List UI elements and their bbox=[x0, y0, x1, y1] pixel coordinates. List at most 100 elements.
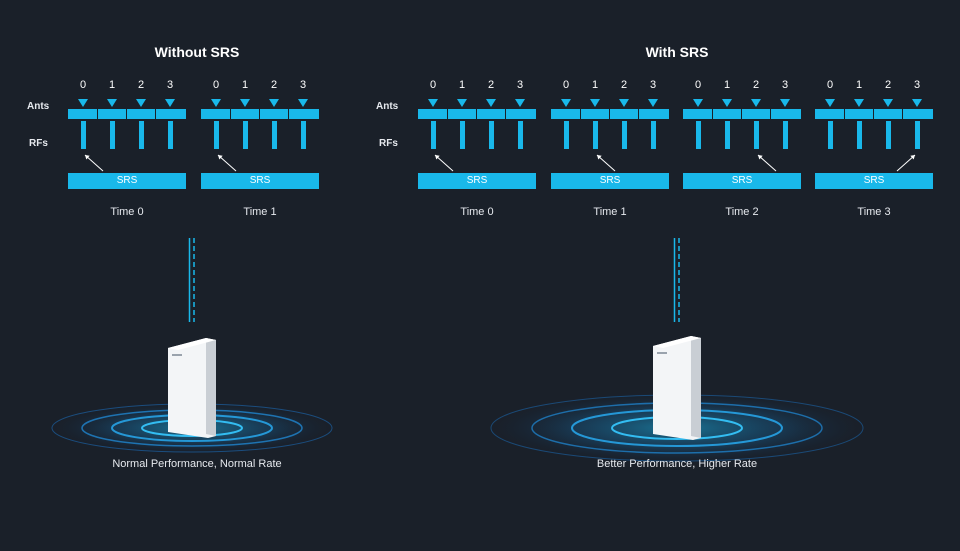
srs-arrow-icon bbox=[217, 154, 237, 172]
antenna-bar bbox=[201, 109, 319, 119]
antenna-number: 0 bbox=[429, 79, 437, 91]
antenna-number: 3 bbox=[516, 79, 524, 91]
antenna-triangle-icon bbox=[78, 99, 88, 107]
right-panel-title: With SRS bbox=[645, 44, 709, 60]
rf-channel bbox=[488, 121, 494, 149]
rf-channel bbox=[213, 121, 219, 149]
antenna-bar bbox=[815, 109, 933, 119]
time-label: Time 0 bbox=[460, 206, 494, 218]
antenna-triangle-icon bbox=[269, 99, 279, 107]
antenna-triangle-icon bbox=[165, 99, 175, 107]
srs-arrow-icon bbox=[84, 154, 104, 172]
antenna-triangle-icon bbox=[648, 99, 658, 107]
antenna-number: 3 bbox=[781, 79, 789, 91]
antenna-number: 2 bbox=[752, 79, 760, 91]
antenna-triangle-icon bbox=[515, 99, 525, 107]
antenna-number: 0 bbox=[694, 79, 702, 91]
antenna-number: 1 bbox=[458, 79, 466, 91]
time-label: Time 2 bbox=[725, 206, 759, 218]
rf-channel bbox=[914, 121, 920, 149]
antenna-number: 2 bbox=[884, 79, 892, 91]
antenna-bar bbox=[68, 109, 186, 119]
left-caption: Normal Performance, Normal Rate bbox=[112, 458, 282, 470]
left-router-with-signal bbox=[50, 338, 334, 454]
antenna-triangle-icon bbox=[211, 99, 221, 107]
antenna-number: 3 bbox=[649, 79, 657, 91]
srs-arrow-icon bbox=[896, 154, 916, 172]
rf-channel bbox=[827, 121, 833, 149]
antenna-number: 1 bbox=[591, 79, 599, 91]
antenna-number: 2 bbox=[620, 79, 628, 91]
rf-channel bbox=[138, 121, 144, 149]
antenna-number: 1 bbox=[723, 79, 731, 91]
srs-bar: SRS bbox=[815, 173, 933, 189]
antenna-number: 2 bbox=[137, 79, 145, 91]
rf-channel bbox=[856, 121, 862, 149]
antenna-bar bbox=[683, 109, 801, 119]
rf-channel bbox=[650, 121, 656, 149]
antenna-triangle-icon bbox=[298, 99, 308, 107]
srs-bar: SRS bbox=[68, 173, 186, 189]
antenna-number: 3 bbox=[913, 79, 921, 91]
srs-arrow-icon bbox=[434, 154, 454, 172]
antenna-triangle-icon bbox=[136, 99, 146, 107]
right-router-with-signal bbox=[489, 336, 865, 464]
antenna-triangle-icon bbox=[912, 99, 922, 107]
time-label: Time 3 bbox=[857, 206, 891, 218]
rf-channel bbox=[271, 121, 277, 149]
antenna-triangle-icon bbox=[428, 99, 438, 107]
antenna-number: 1 bbox=[108, 79, 116, 91]
antenna-bar bbox=[551, 109, 669, 119]
antenna-triangle-icon bbox=[457, 99, 467, 107]
antenna-triangle-icon bbox=[486, 99, 496, 107]
antenna-triangle-icon bbox=[107, 99, 117, 107]
left-panel-title: Without SRS bbox=[154, 44, 240, 60]
rf-channel bbox=[592, 121, 598, 149]
rf-channel bbox=[621, 121, 627, 149]
srs-bar: SRS bbox=[551, 173, 669, 189]
antenna-triangle-icon bbox=[722, 99, 732, 107]
antenna-number: 0 bbox=[562, 79, 570, 91]
rf-channel bbox=[300, 121, 306, 149]
antenna-triangle-icon bbox=[854, 99, 864, 107]
antenna-triangle-icon bbox=[883, 99, 893, 107]
rf-channel bbox=[782, 121, 788, 149]
antenna-triangle-icon bbox=[825, 99, 835, 107]
rf-channel bbox=[517, 121, 523, 149]
rf-channel bbox=[167, 121, 173, 149]
antenna-number: 1 bbox=[855, 79, 863, 91]
antenna-number: 2 bbox=[487, 79, 495, 91]
antenna-number: 0 bbox=[826, 79, 834, 91]
antenna-triangle-icon bbox=[240, 99, 250, 107]
rf-channel bbox=[242, 121, 248, 149]
antenna-triangle-icon bbox=[590, 99, 600, 107]
srs-bar: SRS bbox=[418, 173, 536, 189]
srs-arrow-icon bbox=[757, 154, 777, 172]
time-label: Time 1 bbox=[593, 206, 627, 218]
srs-arrow-icon bbox=[596, 154, 616, 172]
right-rfs-label: RFs bbox=[379, 138, 398, 149]
antenna-number: 0 bbox=[212, 79, 220, 91]
antenna-number: 2 bbox=[270, 79, 278, 91]
antenna-triangle-icon bbox=[780, 99, 790, 107]
right-caption: Better Performance, Higher Rate bbox=[596, 458, 758, 470]
rf-channel bbox=[563, 121, 569, 149]
antenna-triangle-icon bbox=[693, 99, 703, 107]
antenna-number: 3 bbox=[299, 79, 307, 91]
antenna-bar bbox=[418, 109, 536, 119]
rf-channel bbox=[430, 121, 436, 149]
rf-channel bbox=[109, 121, 115, 149]
antenna-triangle-icon bbox=[751, 99, 761, 107]
rf-channel bbox=[80, 121, 86, 149]
rf-channel bbox=[753, 121, 759, 149]
rf-channel bbox=[695, 121, 701, 149]
srs-bar: SRS bbox=[201, 173, 319, 189]
rf-channel bbox=[885, 121, 891, 149]
time-label: Time 1 bbox=[243, 206, 277, 218]
